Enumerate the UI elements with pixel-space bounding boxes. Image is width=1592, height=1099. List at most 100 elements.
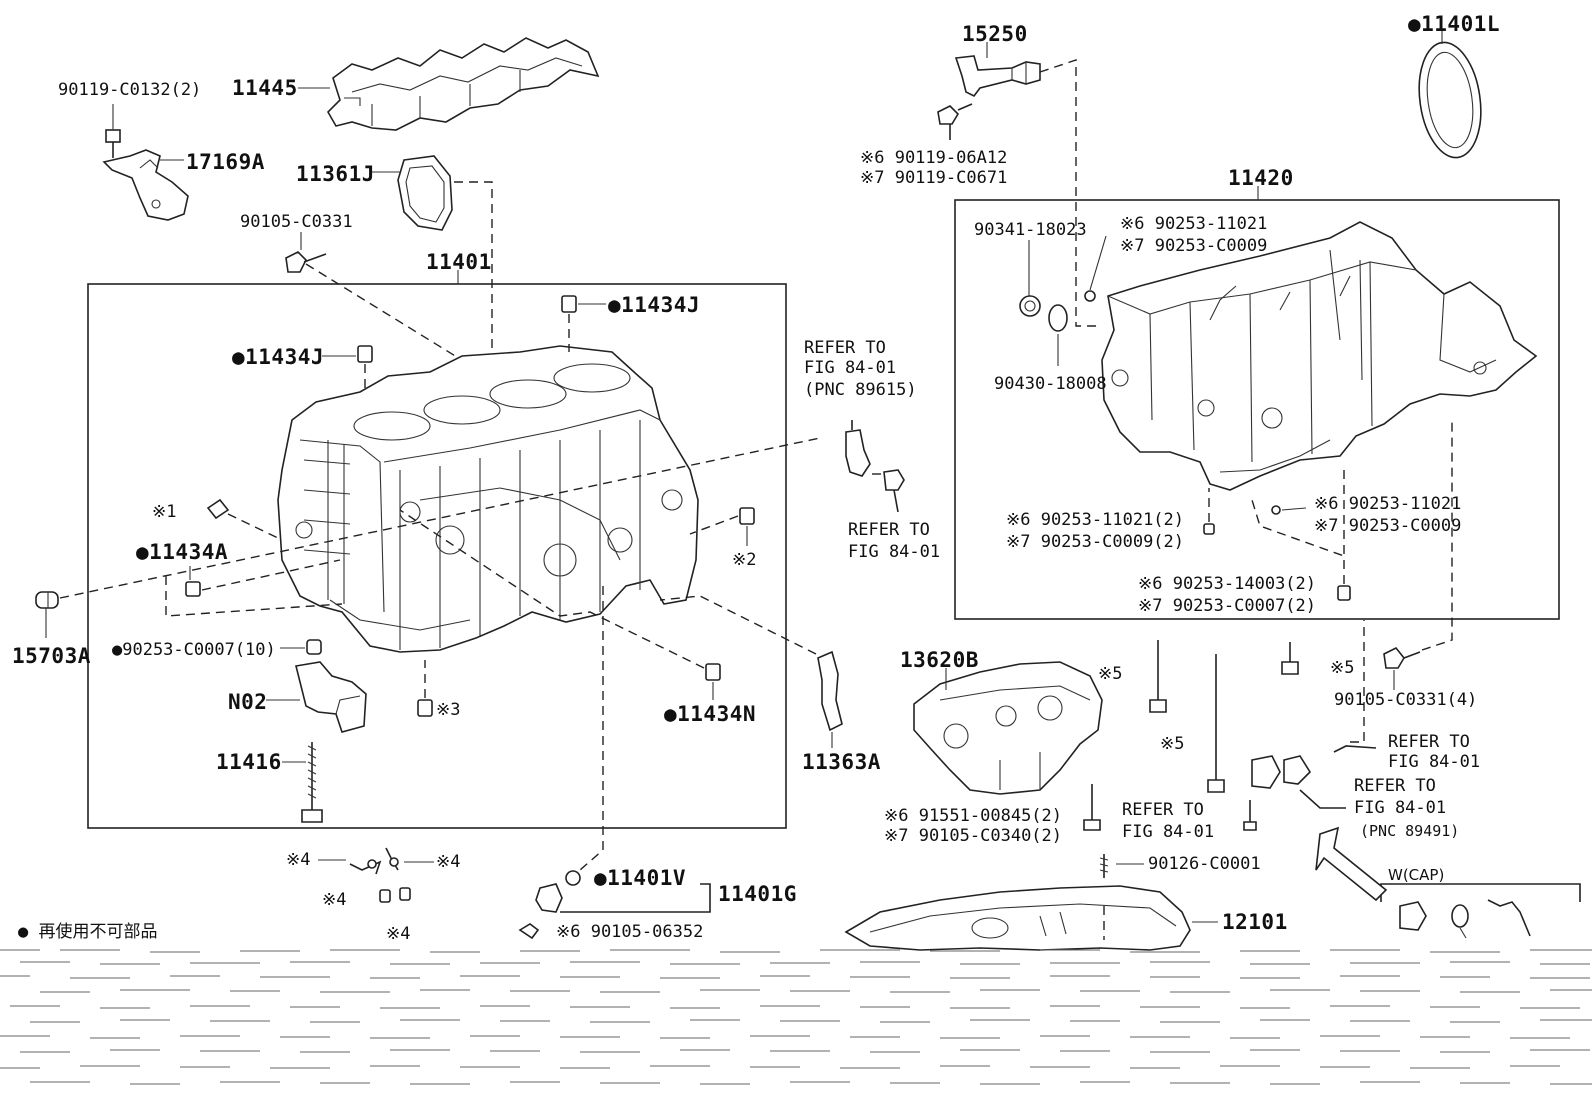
frame-cylinder-block [87, 283, 787, 829]
pin-11434n-part [705, 663, 721, 681]
pin-90253-11021-2-part [1203, 523, 1215, 535]
label-note2: ※2 [732, 550, 757, 570]
pin-90253-11021-top-part [1084, 290, 1096, 302]
oring-11401v-part [565, 870, 581, 886]
pin-11434j-left-part [357, 345, 373, 363]
knock-sensor-part [845, 420, 871, 477]
valve-15250-part [954, 55, 1041, 98]
heat-insulator-part [327, 37, 600, 131]
legend-reuse-note: ● 再使用不可部品 [18, 922, 158, 942]
union-11401g-part [535, 883, 563, 913]
label-90253-11021-2: ※6 90253-11021(2) [1006, 510, 1185, 530]
label-11420: 11420 [1228, 166, 1294, 190]
frame-oil-pan [954, 199, 1560, 620]
label-note4-d: ※4 [386, 924, 411, 944]
label-90105-c0331: 90105-C0331 [240, 212, 353, 232]
label-note4-c: ※4 [322, 890, 347, 910]
plug-15703a-part [35, 591, 59, 609]
label-90253-11021-top: ※6 90253-11021 [1120, 214, 1268, 234]
frame-cap-bracket [1380, 883, 1581, 902]
pipe-11363a-part [817, 650, 843, 732]
label-90341-18023: 90341-18023 [974, 220, 1087, 240]
bolt-90105-06352-part [518, 923, 540, 940]
label-90253-c0007-10: ●90253-C0007(10) [112, 640, 276, 660]
label-15250: 15250 [962, 22, 1028, 46]
label-note5-c: ※5 [1330, 658, 1355, 678]
bolt-91551-00845-part [1083, 784, 1101, 831]
pin-90253-14003-2-part [1337, 585, 1351, 601]
oil-pan-upper-part [1101, 221, 1538, 491]
label-11401: 11401 [426, 250, 492, 274]
label-11434a: ●11434A [136, 540, 229, 564]
pin-note3-part [417, 699, 433, 717]
label-90105-c0331-4: 90105-C0331(4) [1334, 690, 1478, 710]
label-refer3-line1: REFER TO [1388, 732, 1470, 752]
scan-noise-band [0, 949, 1592, 1085]
label-note4-a: ※4 [286, 850, 311, 870]
label-90253-c0009-top: ※7 90253-C0009 [1120, 236, 1268, 256]
label-refer3-line2: FIG 84-01 [1388, 752, 1481, 772]
stud-90126-c0001-part [1099, 854, 1109, 878]
label-11445: 11445 [232, 76, 298, 100]
label-refer1-line3: (PNC 89615) [804, 380, 917, 400]
label-11434j-left: ●11434J [232, 345, 325, 369]
bolt-note5b-part [1207, 654, 1225, 793]
direction-arrow [1315, 826, 1388, 902]
clip-note4-part [349, 847, 411, 903]
cylinder-block-part [277, 345, 699, 653]
oil-seal-11401l-part [1418, 41, 1482, 159]
label-90430-18008: 90430-18008 [994, 374, 1107, 394]
label-note4-b: ※4 [436, 852, 461, 872]
bearing-cap-n02-part [295, 661, 367, 733]
plug-90341-18023-part [1019, 295, 1041, 317]
label-w-cap: W(CAP) [1388, 866, 1445, 884]
gasket-90430-18008-part [1048, 304, 1068, 332]
label-refer4-line1: REFER TO [1354, 776, 1436, 796]
label-90253-c0007-2: ※7 90253-C0007(2) [1138, 596, 1317, 616]
label-11363a: 11363A [802, 750, 881, 774]
label-11416: 11416 [216, 750, 282, 774]
label-11434j-upper: ●11434J [608, 293, 701, 317]
pin-11434j-upper-part [561, 295, 577, 313]
label-11361j: 11361J [296, 162, 375, 186]
bolt-90119-06a12-part [937, 105, 960, 140]
label-12101: 12101 [1222, 910, 1288, 934]
label-note5-b: ※5 [1160, 734, 1185, 754]
label-90119-06a12: ※6 90119-06A12 [860, 148, 1008, 168]
label-90253-c0009-right: ※7 90253-C0009 [1314, 516, 1462, 536]
label-11434n: ●11434N [664, 702, 757, 726]
label-91551-00845-2: ※6 91551-00845(2) [884, 806, 1063, 826]
label-refer1-line2: FIG 84-01 [804, 358, 897, 378]
oil-pump-13620b-part [913, 661, 1103, 795]
bolt-90105-c0331-4-part [1383, 646, 1421, 669]
label-refer5-line2: FIG 84-01 [1122, 822, 1215, 842]
label-90105-c0340-2: ※7 90105-C0340(2) [884, 826, 1063, 846]
label-note3: ※3 [436, 700, 461, 720]
label-n02: N02 [228, 690, 268, 714]
bolt-11416-part [301, 742, 323, 823]
bolt-note5a-part [1149, 640, 1167, 713]
label-17169a: 17169A [186, 150, 265, 174]
pin-90253-11021-r-part [1271, 505, 1281, 515]
label-note1: ※1 [152, 502, 177, 522]
label-refer4-line2: FIG 84-01 [1354, 798, 1447, 818]
bolt-90105-c0331-part [285, 251, 327, 273]
label-refer2-line2: FIG 84-01 [848, 542, 941, 562]
bolt-note5c-part [1281, 642, 1299, 675]
pin-11434a-part [185, 581, 201, 597]
label-refer1-line1: REFER TO [804, 338, 886, 358]
label-11401l: ●11401L [1408, 12, 1501, 36]
bolt-90119-c0132-part [105, 129, 121, 158]
bolt-refer5-part [1243, 800, 1257, 831]
label-90126-c0001: 90126-C0001 [1148, 854, 1261, 874]
label-90119-c0132: 90119-C0132(2) [58, 80, 202, 100]
label-90105-06352: ※6 90105-06352 [556, 922, 704, 942]
bracket-17169a-part [102, 149, 189, 221]
label-90253-11021-right: ※6 90253-11021 [1314, 494, 1462, 514]
cap-assembly-part [1399, 899, 1531, 939]
label-11401v: ●11401V [594, 866, 687, 890]
plug-90253-c0007-part [306, 639, 322, 655]
label-90119-c0671: ※7 90119-C0671 [860, 168, 1008, 188]
